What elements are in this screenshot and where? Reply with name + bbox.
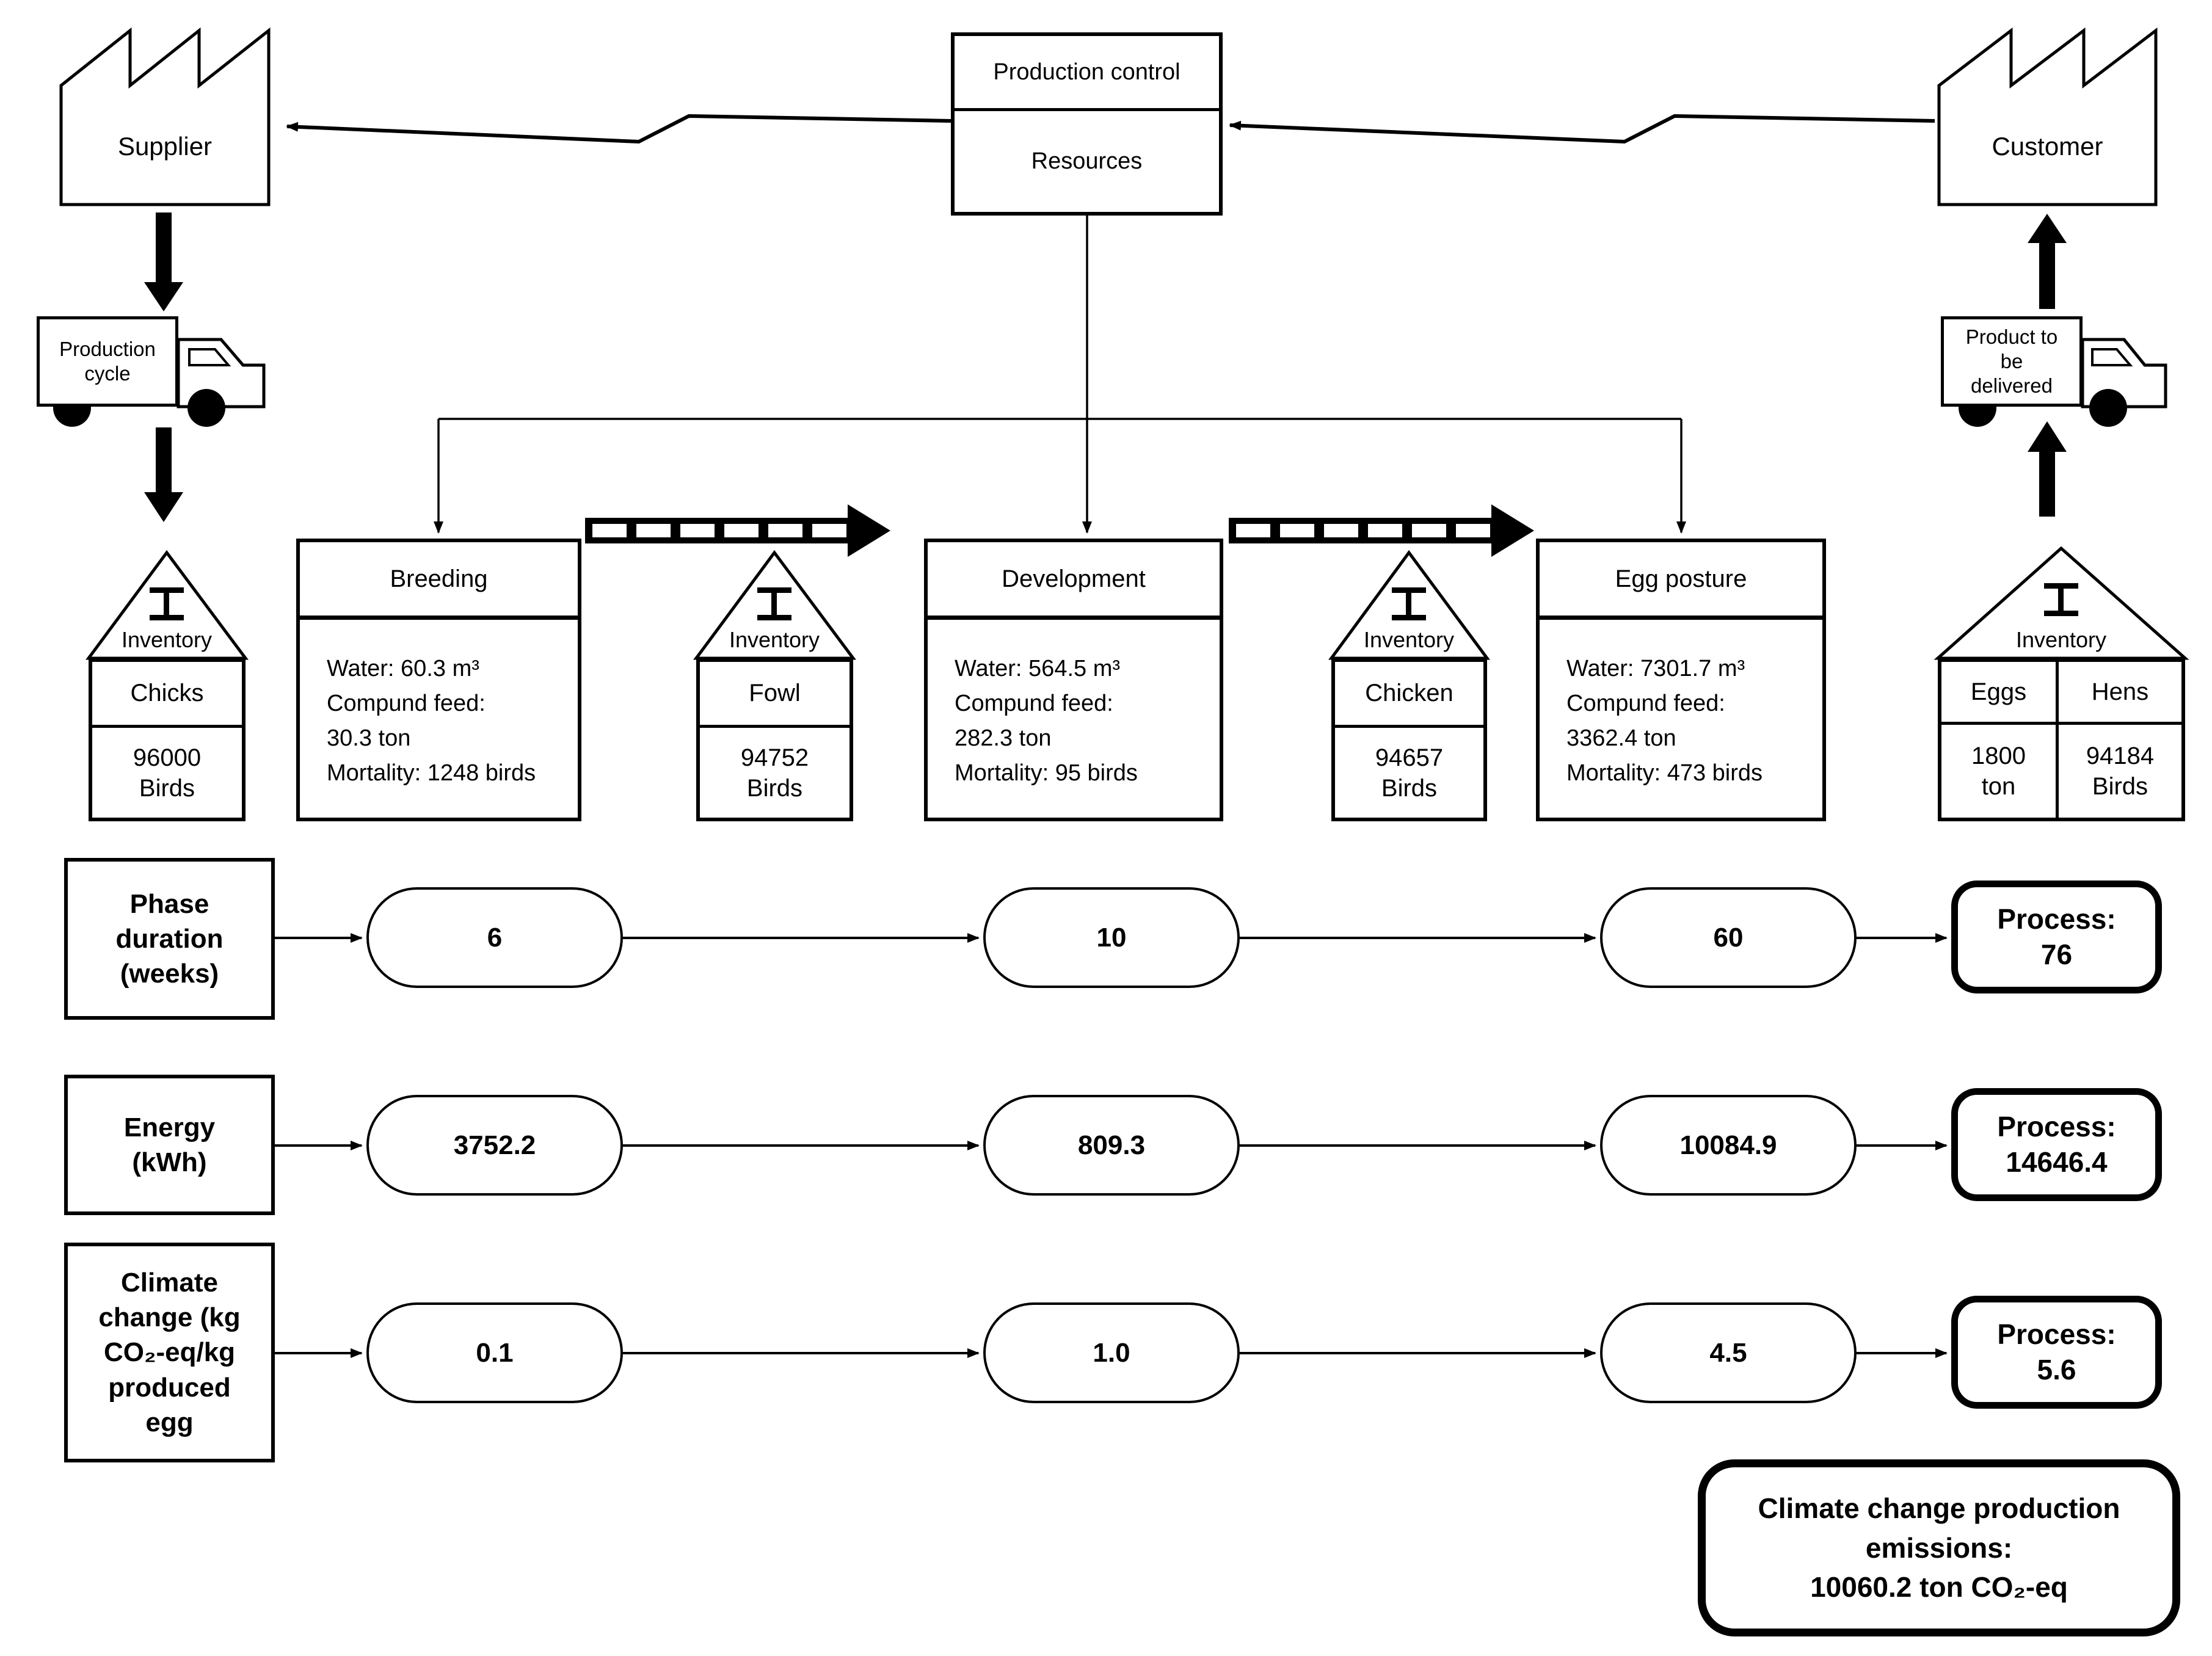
production-control-title: Production control (955, 36, 1219, 111)
electronic-info-arrow-right-icon (1229, 114, 1935, 144)
inventory-eggs-hens: Eggs Hens 1800 ton 94184 Birds (1938, 658, 2185, 821)
truck-right-label: Product to be delivered (1941, 316, 2083, 407)
i-beam-4-icon (2044, 583, 2078, 616)
inventory-amount-hens: 94184 Birds (2086, 743, 2155, 800)
process-line: 282.3 ton (955, 725, 1052, 751)
block-arrow-truck-left-down-icon (144, 427, 183, 522)
inventory-word-2: Inventory (729, 627, 820, 652)
process-line: 30.3 ton (327, 725, 411, 751)
inventory-name: Chicken (1335, 662, 1483, 728)
push-arrow-1-icon (585, 504, 890, 557)
production-control-resources: Resources (1031, 148, 1143, 174)
production-control-box: Production control Resources (951, 32, 1223, 216)
process-details: Water: 7301.7 m³ Compund feed: 3362.4 to… (1540, 620, 1822, 818)
inventory-amount: 94752 Birds (740, 744, 809, 802)
truck-left-label: Production cycle (37, 316, 178, 407)
climate-emissions-summary-box: Climate change production emissions: 100… (1698, 1459, 2180, 1636)
process-line: Mortality: 1248 birds (327, 760, 536, 786)
customer-label: Customer (1992, 132, 2103, 161)
process-line: 3362.4 ton (1566, 725, 1676, 751)
push-arrow-2-icon (1229, 504, 1534, 557)
metric-capsule-eggposture-energy: 10084.9 (1600, 1095, 1857, 1196)
process-box-development: Development Water: 564.5 m³ Compund feed… (924, 539, 1223, 821)
metric-label-energy: Energy (kWh) (64, 1075, 275, 1215)
process-line: Compund feed: (955, 691, 1113, 716)
process-details: Water: 60.3 m³ Compund feed: 30.3 ton Mo… (300, 620, 578, 818)
inventory-word-1: Inventory (121, 627, 213, 652)
process-box-breeding: Breeding Water: 60.3 m³ Compund feed: 30… (296, 539, 581, 821)
metric-capsule-development-climate: 1.0 (983, 1302, 1240, 1403)
block-arrow-supplier-down-icon (144, 212, 183, 311)
metric-total-climate: Process: 5.6 (1951, 1296, 2162, 1409)
metric-capsule-eggposture-climate: 4.5 (1600, 1302, 1857, 1403)
metric-total-duration: Process: 76 (1951, 881, 2162, 993)
inventory-fowl: Fowl 94752 Birds (696, 658, 853, 821)
i-beam-2-icon (757, 587, 791, 620)
electronic-info-arrow-left-icon (286, 114, 951, 144)
inventory-name-hens: Hens (2059, 662, 2181, 725)
metric-flow-arrows (275, 933, 1948, 1358)
metric-label-climate: Climate change (kg CO₂-eq/kg produced eg… (64, 1243, 275, 1462)
process-details: Water: 564.5 m³ Compund feed: 282.3 ton … (928, 620, 1220, 818)
inventory-chicken: Chicken 94657 Birds (1331, 658, 1487, 821)
process-line: Water: 564.5 m³ (955, 656, 1121, 681)
supplier-label: Supplier (117, 132, 213, 161)
truck-left-icon (53, 338, 266, 427)
process-box-egg-posture: Egg posture Water: 7301.7 m³ Compund fee… (1536, 539, 1826, 821)
process-line: Mortality: 95 birds (955, 760, 1138, 786)
process-line: Mortality: 473 birds (1566, 760, 1763, 786)
metric-label-phase-duration: Phase duration (weeks) (64, 858, 275, 1020)
inventory-amount: 96000 Birds (133, 744, 202, 802)
process-title: Development (928, 542, 1220, 620)
block-arrow-customer-up-icon (2028, 214, 2067, 309)
inventory-word-4: Inventory (2015, 627, 2107, 652)
block-arrow-truck-right-up-icon (2028, 421, 2067, 517)
process-line: Water: 60.3 m³ (327, 656, 479, 681)
metric-capsule-development-energy: 809.3 (983, 1095, 1240, 1196)
i-beam-1-icon (150, 587, 184, 620)
inventory-name-eggs: Eggs (1941, 662, 2059, 725)
process-title: Breeding (300, 542, 578, 620)
i-beam-3-icon (1392, 587, 1426, 620)
customer-factory-icon (1937, 27, 2158, 206)
process-title: Egg posture (1540, 542, 1822, 620)
inventory-name: Fowl (700, 662, 850, 728)
inventory-chicks: Chicks 96000 Birds (89, 658, 246, 821)
process-line: Compund feed: (1566, 691, 1725, 716)
metric-capsule-breeding-duration: 6 (366, 887, 623, 988)
metric-capsule-breeding-climate: 0.1 (366, 1302, 623, 1403)
metric-capsule-eggposture-duration: 60 (1600, 887, 1857, 988)
metric-capsule-breeding-energy: 3752.2 (366, 1095, 623, 1196)
inventory-amount-eggs: 1800 ton (1941, 725, 2059, 818)
metric-total-energy: Process: 14646.4 (1951, 1088, 2162, 1201)
metric-capsule-development-duration: 10 (983, 887, 1240, 988)
process-line: Compund feed: (327, 691, 486, 716)
supplier-factory-icon (59, 27, 271, 206)
process-line: Water: 7301.7 m³ (1566, 656, 1745, 681)
inventory-name: Chicks (92, 662, 242, 728)
inventory-amount: 94657 Birds (1375, 744, 1444, 802)
inventory-word-3: Inventory (1363, 627, 1455, 652)
